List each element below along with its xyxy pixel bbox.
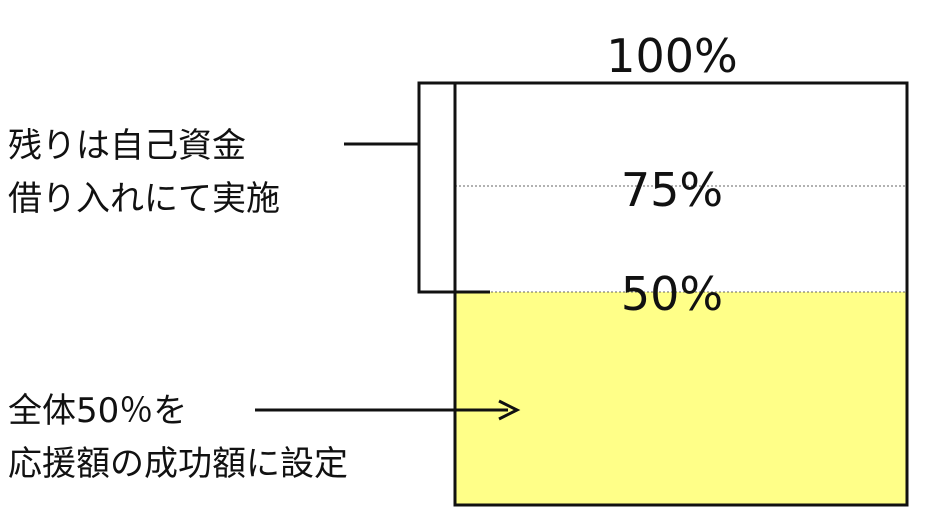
upper-range-bracket	[417, 81, 490, 294]
upper-annotation-line2: 借り入れにて実施	[8, 179, 280, 219]
label-50-percent: 50%	[621, 267, 723, 321]
label-75-percent: 75%	[621, 163, 723, 217]
arrow-head-icon	[498, 399, 521, 421]
total-budget-box	[453, 81, 909, 507]
lower-annotation-line2: 応援額の成功額に設定	[8, 444, 348, 484]
lower-annotation-line1: 全体50％を	[8, 391, 187, 431]
label-100-percent: 100%	[606, 29, 738, 83]
funded-portion-fill	[455, 292, 907, 505]
upper-annotation-line1: 残りは自己資金	[8, 126, 246, 166]
